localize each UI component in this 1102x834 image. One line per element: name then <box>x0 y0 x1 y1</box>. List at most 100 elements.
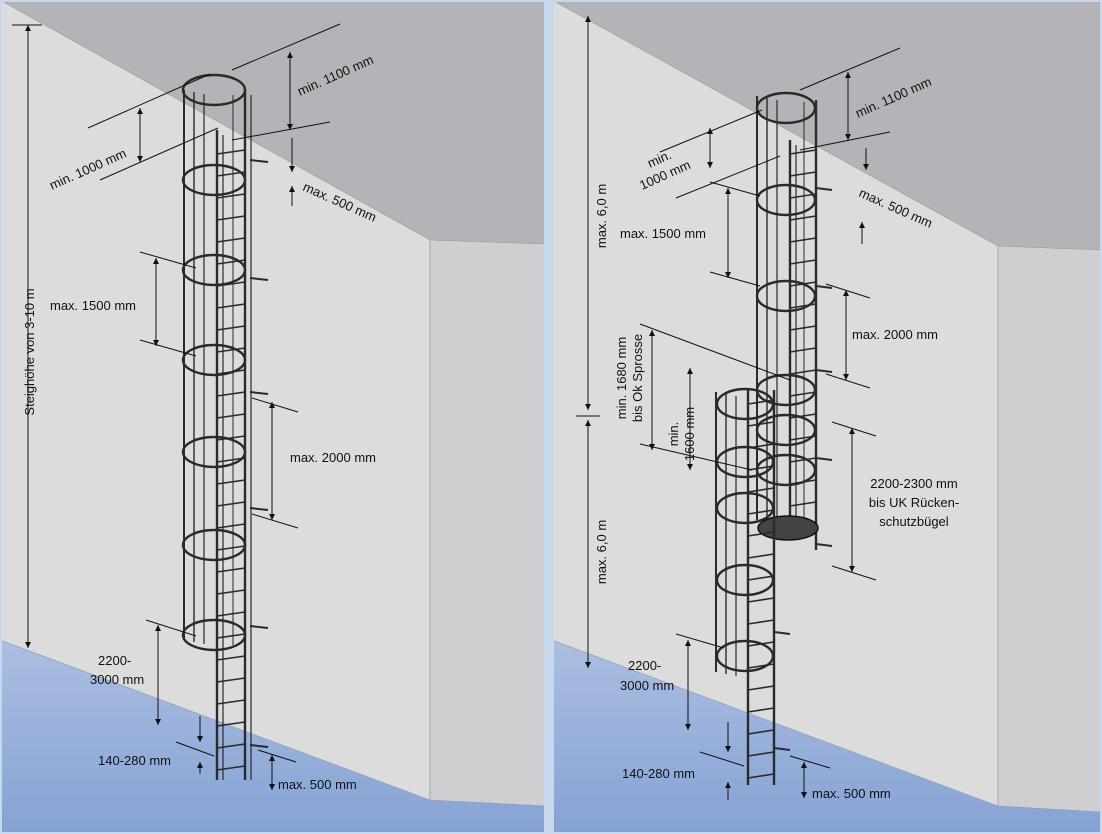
ladder-rung <box>216 215 246 221</box>
ladder-rung <box>747 399 775 405</box>
cage-hoop <box>181 163 247 197</box>
ladder-rung <box>747 531 775 537</box>
ladder-rung <box>216 743 246 749</box>
left-bracket-spacing-label: max. 2000 mm <box>290 450 376 465</box>
cage-hoop <box>181 528 247 562</box>
ladder-rung <box>216 765 246 771</box>
cage-hoop <box>181 618 247 652</box>
ladder-rung <box>216 633 246 639</box>
right-bracket-spacing-label: max. 2000 mm <box>852 327 938 342</box>
ladder-rung <box>216 391 246 397</box>
cage-hoop <box>715 563 775 597</box>
ladder-rung <box>216 611 246 617</box>
ladder-rung <box>216 699 246 705</box>
right-frame <box>550 0 1102 834</box>
wall-top <box>552 0 1102 250</box>
ladder-rung <box>216 149 246 155</box>
cage-hoop <box>181 343 247 377</box>
cage-hoop <box>755 453 817 487</box>
right-cage-bottom-label-1: 2200-2300 mm <box>870 476 957 491</box>
right-cage-start-label-1: 2200- <box>628 658 661 673</box>
ladder-rung <box>216 303 246 309</box>
right-upper-section-label: max. 6,0 m <box>594 184 609 248</box>
ladder-rung <box>216 567 246 573</box>
ladder-rung <box>747 751 775 757</box>
right-rung-label-2: bis Ok Sprosse <box>630 334 645 422</box>
right-cage-start-label-2: 3000 mm <box>620 678 674 693</box>
ladder-rung <box>216 545 246 551</box>
ladder-rung <box>789 369 817 375</box>
rest-platform <box>757 515 819 541</box>
left-bottom-bracket-label: max. 500 mm <box>278 777 357 792</box>
right-platform-label-2: 1600 mm <box>682 407 697 461</box>
cage-hoop <box>715 639 775 673</box>
cage-hoop <box>715 491 775 525</box>
ladder-rung <box>747 773 775 779</box>
ladder-rung <box>216 347 246 353</box>
ladder-rung <box>747 421 775 427</box>
ladder-rung <box>216 721 246 727</box>
left-cage-spacing-label: max. 1500 mm <box>50 298 136 313</box>
cage-hoop <box>755 279 817 313</box>
cage-hoop <box>181 73 247 107</box>
right-rung-label-1: min. 1680 mm <box>614 337 629 419</box>
ladder-rung <box>747 707 775 713</box>
ladder-rung <box>789 149 817 155</box>
ladder-rung <box>747 487 775 493</box>
ladder-rung <box>789 237 817 243</box>
ladder-rung <box>789 391 817 397</box>
panel-divider <box>546 0 552 834</box>
right-cage-bottom-label-2: bis UK Rücken- <box>869 495 959 510</box>
left-floor-offset-label: 140-280 mm <box>98 753 171 768</box>
ladder-rung <box>216 435 246 441</box>
ladder-rung <box>216 193 246 199</box>
ladder-rung <box>747 575 775 581</box>
ladder-rung <box>216 413 246 419</box>
left-cage-start-label-1: 2200- <box>98 653 131 668</box>
wall-ledge <box>997 245 1102 813</box>
left-cage-start-label-2: 3000 mm <box>90 672 144 687</box>
cage-hoop <box>755 413 817 447</box>
right-bottom-bracket-label: max. 500 mm <box>812 786 891 801</box>
wall-ledge <box>429 239 547 807</box>
ladder-rung <box>216 655 246 661</box>
ladder-rung <box>216 237 246 243</box>
ladder-rung <box>747 465 775 471</box>
right-dimensions <box>576 16 901 800</box>
ladder-rung <box>789 171 817 177</box>
ladder-rung <box>789 259 817 265</box>
ladder-rung <box>747 685 775 691</box>
ladder-rung <box>747 509 775 515</box>
ladder-rung <box>789 325 817 331</box>
ladder-rung <box>747 729 775 735</box>
ladder-rung <box>789 413 817 419</box>
cage-hoop <box>755 91 817 125</box>
ladder-rung <box>789 457 817 463</box>
right-panel: max. 6,0 m max. 6,0 m min. 1100 mm min. … <box>550 0 1102 834</box>
right-floor-offset-label: 140-280 mm <box>622 766 695 781</box>
right-cage-bottom-label-3: schutzbügel <box>879 514 948 529</box>
ladder-rung <box>789 215 817 221</box>
wall-top <box>0 0 546 250</box>
right-platform-label-1: min. <box>666 422 681 447</box>
cage-hoop <box>755 183 817 217</box>
ladder-rung <box>216 325 246 331</box>
cage-hoop <box>181 435 247 469</box>
left-panel: Steighöhe von 3-10 m min. 1100 mm min. 1… <box>0 0 548 834</box>
right-cage-spacing-label: max. 1500 mm <box>620 226 706 241</box>
ladder-rung <box>789 347 817 353</box>
left-ladder <box>181 73 269 780</box>
right-lower-section-label: max. 6,0 m <box>594 520 609 584</box>
ladder-rung <box>216 677 246 683</box>
ladder-rung <box>216 523 246 529</box>
left-climb-height-label: Steighöhe von 3-10 m <box>22 288 37 415</box>
ladder-rung <box>216 589 246 595</box>
ladder-rung <box>747 619 775 625</box>
cage-hoop <box>715 387 775 421</box>
cage-hoop <box>181 253 247 287</box>
right-ladder <box>715 91 833 785</box>
ladder-rung <box>216 501 246 507</box>
ladder-rung <box>747 553 775 559</box>
ladder-rung <box>216 479 246 485</box>
